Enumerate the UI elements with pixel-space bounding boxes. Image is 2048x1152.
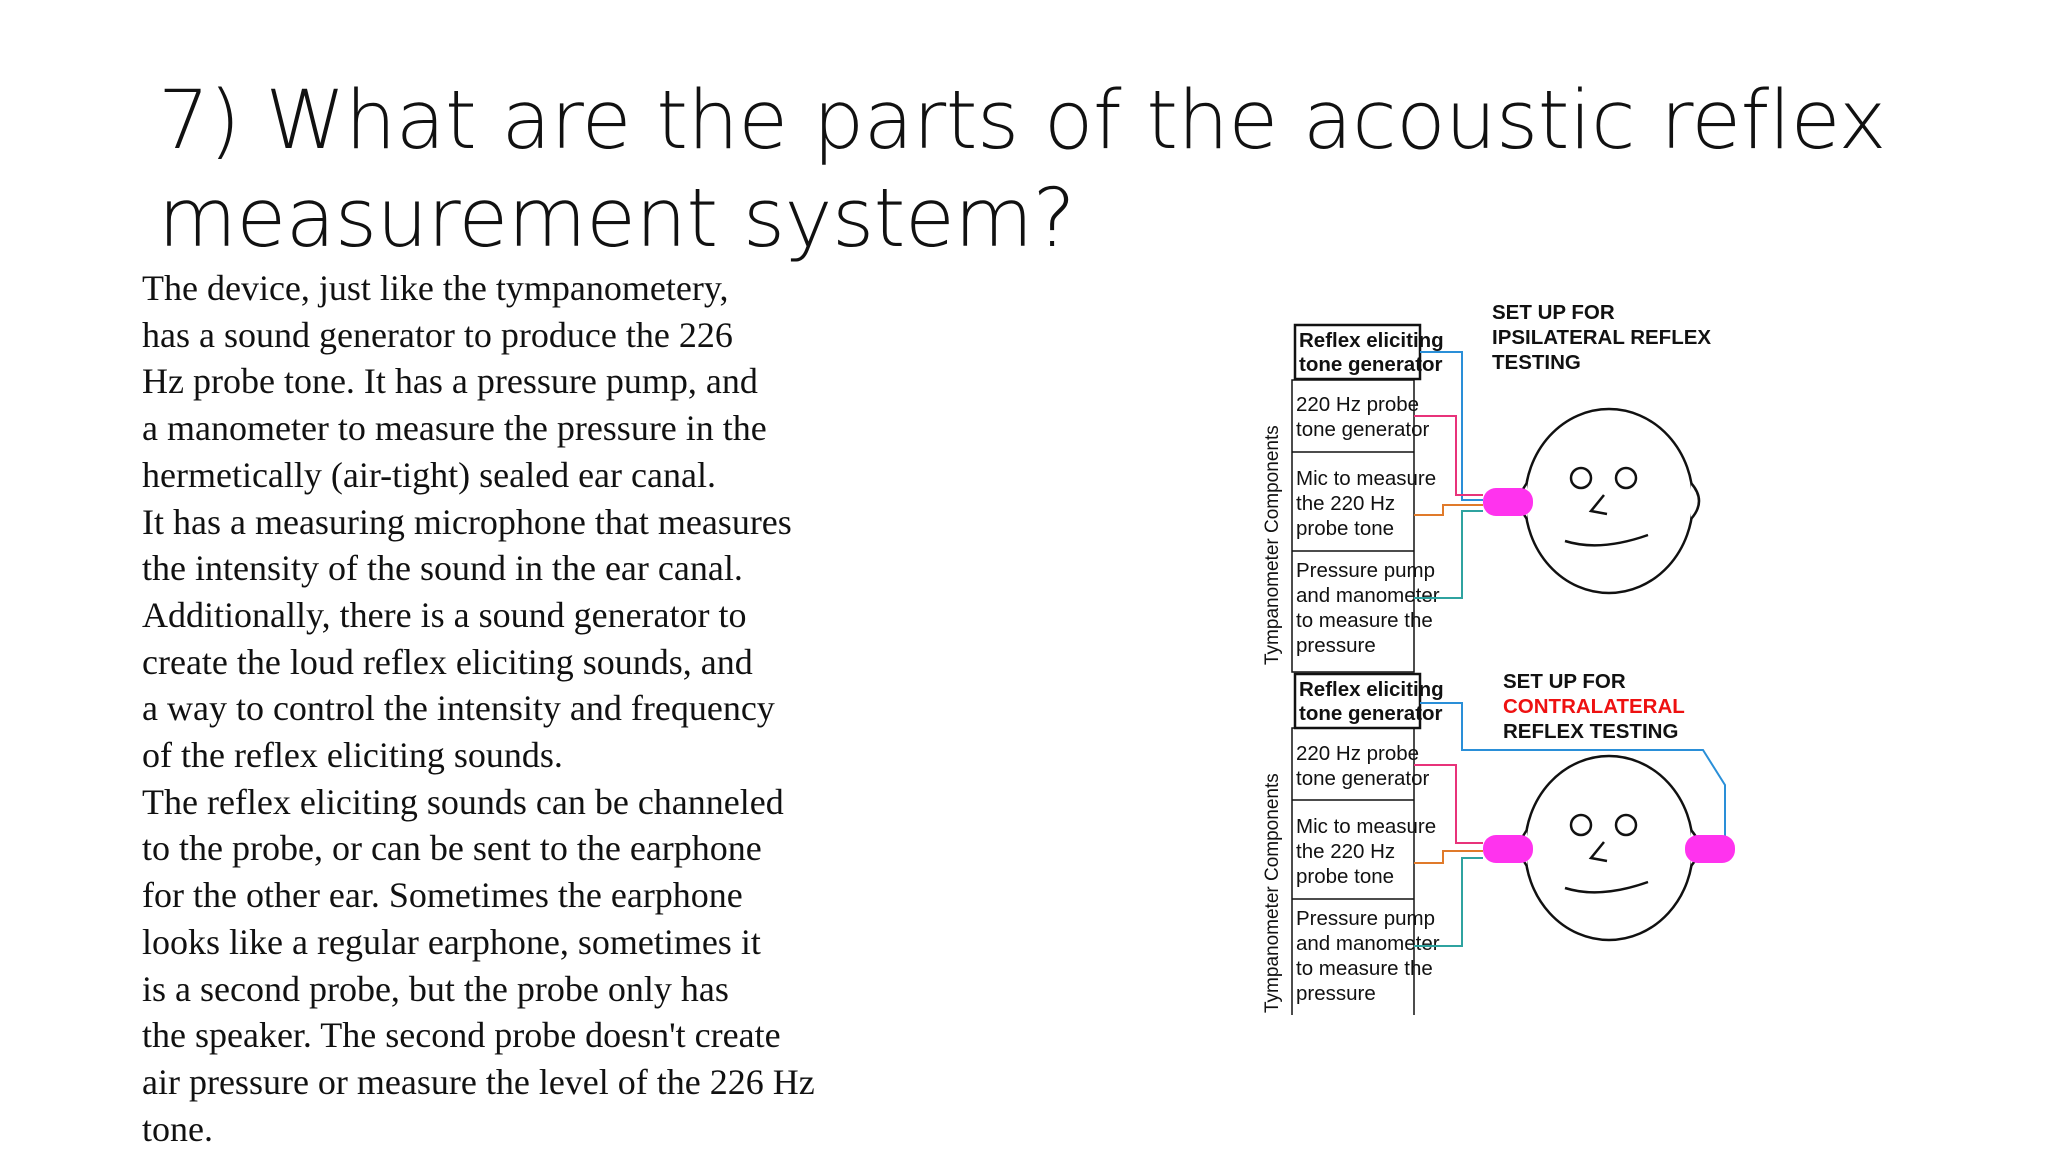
body-text-line: air pressure or measure the level of the… (142, 1061, 815, 1102)
ipsi-pump-box-line-4: pressure (1296, 634, 1376, 657)
body-text-line: for the other ear. Sometimes the earphon… (142, 875, 743, 916)
ipsi-reflex-box-line-1: Reflex eliciting (1299, 329, 1444, 352)
contra-heading-line-3: REFLEX TESTING (1503, 720, 1678, 743)
ipsilateral-setup: SET UP FOR IPSILATERAL REFLEX TESTING Ty… (1262, 301, 1711, 673)
body-text-line: looks like a regular earphone, sometimes… (142, 921, 761, 962)
ipsi-heading-line-2: IPSILATERAL REFLEX (1492, 326, 1711, 349)
body-text-line: hermetically (air-tight) sealed ear cana… (142, 454, 716, 495)
ipsi-heading-line-1: SET UP FOR (1492, 301, 1615, 324)
contra-pump-wire (1414, 857, 1483, 947)
slide-title-line-1: 7) What are the parts of the acoustic re… (158, 74, 1886, 168)
contra-pump-box-line-3: to measure the (1296, 957, 1433, 980)
body-text-line: the intensity of the sound in the ear ca… (142, 548, 743, 589)
body-text-line: has a sound generator to produce the 226 (142, 314, 733, 355)
ipsi-pump-box-line-1: Pressure pump (1296, 559, 1435, 582)
ipsi-reflex-generator-box (1293, 323, 1422, 381)
ipsi-ear-probe (1483, 488, 1533, 516)
body-text-line: a manometer to measure the pressure in t… (142, 408, 767, 449)
contra-probe-box-line-1: 220 Hz probe (1296, 742, 1419, 765)
body-text-line: a way to control the intensity and frequ… (142, 688, 775, 729)
slide-body-text: The device, just like the tympanometery,… (142, 265, 902, 1152)
body-text-line: is a second probe, but the probe only ha… (142, 968, 729, 1009)
body-text-line: Hz probe tone. It has a pressure pump, a… (142, 361, 758, 402)
contra-probe-box-line-2: tone generator (1296, 767, 1430, 790)
contra-pump-box-line-4: pressure (1296, 982, 1376, 1005)
body-text-line: The reflex eliciting sounds can be chann… (142, 781, 784, 822)
ipsi-components-frame (1291, 379, 1415, 673)
ipsi-probe-box-line-2: tone generator (1296, 418, 1430, 441)
body-text-line: of the reflex eliciting sounds. (142, 735, 563, 776)
ipsi-head (1518, 407, 1701, 595)
contra-heading-line-2: CONTRALATERAL (1503, 695, 1685, 718)
slide-title: 7) What are the parts of the acoustic re… (158, 72, 1918, 268)
ipsi-pump-box-line-3: to measure the (1296, 609, 1433, 632)
ipsi-mic-box-line-2: the 220 Hz (1296, 492, 1395, 515)
slide-title-line-2: measurement system? (158, 172, 1076, 266)
ipsi-mic-wire (1414, 504, 1483, 516)
contra-head (1518, 754, 1701, 942)
contra-earphone (1685, 835, 1735, 863)
ipsi-side-label: Tympanometer Components (1262, 425, 1283, 665)
body-text-line: to the probe, or can be sent to the earp… (142, 828, 762, 869)
contra-heading-line-1: SET UP FOR (1503, 670, 1626, 693)
contra-ear-probe (1483, 835, 1533, 863)
ipsi-mic-box-line-1: Mic to measure (1296, 467, 1436, 490)
contra-probe-wire (1414, 764, 1483, 844)
contra-reflex-box-line-2: tone generator (1299, 702, 1443, 725)
contra-components-frame (1291, 727, 1415, 1015)
body-text-line: Additionally, there is a sound generator… (142, 594, 747, 635)
contra-reflex-box-line-1: Reflex eliciting (1299, 678, 1444, 701)
contra-mic-box-line-1: Mic to measure (1296, 815, 1436, 838)
ipsi-heading-line-3: TESTING (1492, 351, 1581, 374)
body-text-line: create the loud reflex eliciting sounds,… (142, 641, 753, 682)
contra-reflex-generator-box (1293, 672, 1422, 730)
ipsi-pump-box-line-2: and manometer (1296, 584, 1440, 607)
contra-mic-wire (1414, 850, 1483, 864)
ipsi-mic-box-line-3: probe tone (1296, 517, 1394, 540)
ipsi-pump-wire (1414, 510, 1483, 599)
contra-side-label: Tympanometer Components (1262, 773, 1283, 1013)
contralateral-setup: SET UP FOR CONTRALATERAL REFLEX TESTING … (1262, 670, 1735, 1015)
body-text-line: The device, just like the tympanometery, (142, 268, 729, 308)
contra-pump-box-line-2: and manometer (1296, 932, 1440, 955)
body-text-line: the speaker. The second probe doesn't cr… (142, 1015, 781, 1056)
ipsi-probe-box-line-1: 220 Hz probe (1296, 393, 1419, 416)
contra-mic-box-line-3: probe tone (1296, 865, 1394, 888)
ipsi-reflex-wire (1420, 351, 1483, 501)
contra-pump-box-line-1: Pressure pump (1296, 907, 1435, 930)
acoustic-reflex-diagram: SET UP FOR IPSILATERAL REFLEX TESTING Ty… (1262, 301, 1735, 1015)
contra-mic-box-line-2: the 220 Hz (1296, 840, 1395, 863)
ipsi-probe-wire (1414, 415, 1483, 496)
ipsi-reflex-box-line-2: tone generator (1299, 353, 1443, 376)
body-text-line: tone. (142, 1108, 213, 1149)
body-text-line: It has a measuring microphone that measu… (142, 501, 792, 542)
